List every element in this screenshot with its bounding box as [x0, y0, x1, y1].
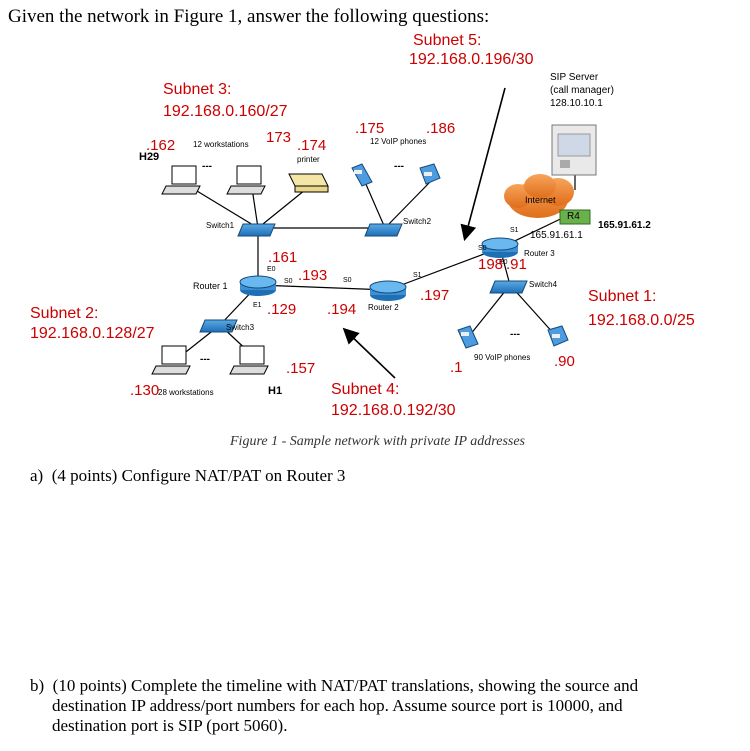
switch3-label: Switch3: [226, 323, 255, 332]
voip-phone-175-icon: [351, 163, 373, 187]
ip-129: .129: [267, 301, 297, 318]
ip-157: .157: [286, 360, 316, 377]
port-e1: E1: [253, 302, 262, 309]
voip-phone-90-icon: [547, 325, 569, 347]
port-s0-r2: S0: [343, 277, 352, 284]
sip-label-1: SIP Server: [550, 72, 599, 83]
ip-173: 173: [266, 129, 292, 146]
ip-186: .186: [426, 120, 456, 137]
subnet5-arrow: [460, 87, 506, 242]
subnet5-title: Subnet 5:: [413, 32, 482, 49]
ip-194: .194: [327, 301, 357, 318]
port-s1-r3: S1: [510, 227, 519, 234]
label-12-voip: 12 VoIP phones: [370, 137, 427, 146]
switch1-icon: [237, 223, 276, 237]
question-b-line1: b) (10 points) Complete the timeline wit…: [30, 676, 639, 695]
ellipsis-ws-top: ---: [202, 161, 212, 172]
voip-phone-186-icon: [419, 163, 441, 185]
subnet3-addr: 192.168.0.160/27: [163, 103, 288, 120]
ip-193: .193: [298, 267, 328, 284]
port-s0-r1: S0: [284, 278, 293, 285]
label-90-voip: 90 VoIP phones: [474, 353, 531, 362]
label-12-workstations: 12 workstations: [193, 140, 249, 149]
router3-icon: [481, 237, 519, 258]
subnet2-title: Subnet 2:: [30, 305, 99, 322]
label-printer: printer: [297, 155, 320, 164]
ip-91: .91: [506, 256, 527, 273]
label-h1: H1: [268, 385, 283, 397]
workstation-h29-icon: [161, 165, 201, 195]
subnet1-title: Subnet 1:: [588, 288, 657, 305]
ip-198: 198: [478, 256, 504, 273]
subnet2-addr: 192.168.0.128/27: [30, 325, 155, 342]
label-h29: H29: [139, 151, 160, 163]
internet-cloud-icon: [504, 174, 574, 218]
r3-s1-ip: 165.91.61.1: [530, 230, 583, 241]
subnet4-addr: 192.168.0.192/30: [331, 402, 456, 419]
ip-174: .174: [297, 137, 327, 154]
ip-130: .130: [130, 382, 160, 399]
subnet4-title: Subnet 4:: [331, 381, 400, 398]
router2-label: Router 2: [368, 303, 399, 312]
question-a: a) (4 points) Configure NAT/PAT on Route…: [30, 466, 346, 485]
router3-label: Router 3: [524, 249, 555, 258]
internet-label: Internet: [525, 195, 556, 205]
workstation-173-icon: [226, 165, 266, 195]
sip-server-icon: [551, 124, 597, 176]
router1-label: Router 1: [193, 281, 228, 291]
r4-label: R4: [567, 211, 580, 222]
switch3-icon: [199, 319, 238, 333]
sip-label-2: (call manager): [550, 85, 614, 96]
switch2-icon: [364, 223, 403, 237]
port-e0-r3: E0: [499, 259, 508, 266]
port-s1-r2: S1: [413, 272, 422, 279]
label-28-workstations: 28 workstations: [158, 388, 214, 397]
ip-1: .1: [450, 359, 463, 376]
question-b-line2: destination IP address/port numbers for …: [52, 696, 623, 715]
switch2-label: Switch2: [403, 217, 432, 226]
subnet4-arrow: [342, 327, 396, 379]
ellipsis-ws-bottom: ---: [200, 354, 210, 365]
router1-icon: [239, 275, 277, 296]
voip-phone-1-icon: [457, 325, 479, 349]
port-s0-r3: S0: [478, 245, 487, 252]
ip-161: .161: [268, 249, 298, 266]
ip-162: .162: [146, 137, 176, 154]
ip-90: .90: [554, 353, 575, 370]
subnet5-addr: 192.168.0.196/30: [409, 51, 534, 68]
question-b-line3: destination port is SIP (port 5060).: [52, 716, 288, 735]
switch1-label: Switch1: [206, 221, 235, 230]
subnet3-title: Subnet 3:: [163, 81, 232, 98]
workstation-h1-icon: [229, 345, 269, 375]
r4-ip: 165.91.61.2: [598, 220, 651, 231]
sip-label-3: 128.10.10.1: [550, 98, 603, 109]
workstation-130-icon: [151, 345, 191, 375]
ip-175: .175: [355, 120, 385, 137]
ellipsis-voip-bottom: ---: [510, 329, 520, 340]
printer-icon: [288, 173, 329, 193]
port-e0: E0: [267, 266, 276, 273]
r4-icon: [559, 209, 591, 225]
switch4-label: Switch4: [529, 280, 558, 289]
subnet1-addr: 192.168.0.0/25: [588, 312, 695, 329]
ellipsis-voip-top: ---: [394, 161, 404, 172]
question-intro: Given the network in Figure 1, answer th…: [8, 6, 490, 27]
ip-197: .197: [420, 287, 450, 304]
figure-caption: Figure 1 - Sample network with private I…: [230, 434, 525, 449]
switch4-icon: [489, 280, 528, 294]
router2-icon: [369, 280, 407, 301]
